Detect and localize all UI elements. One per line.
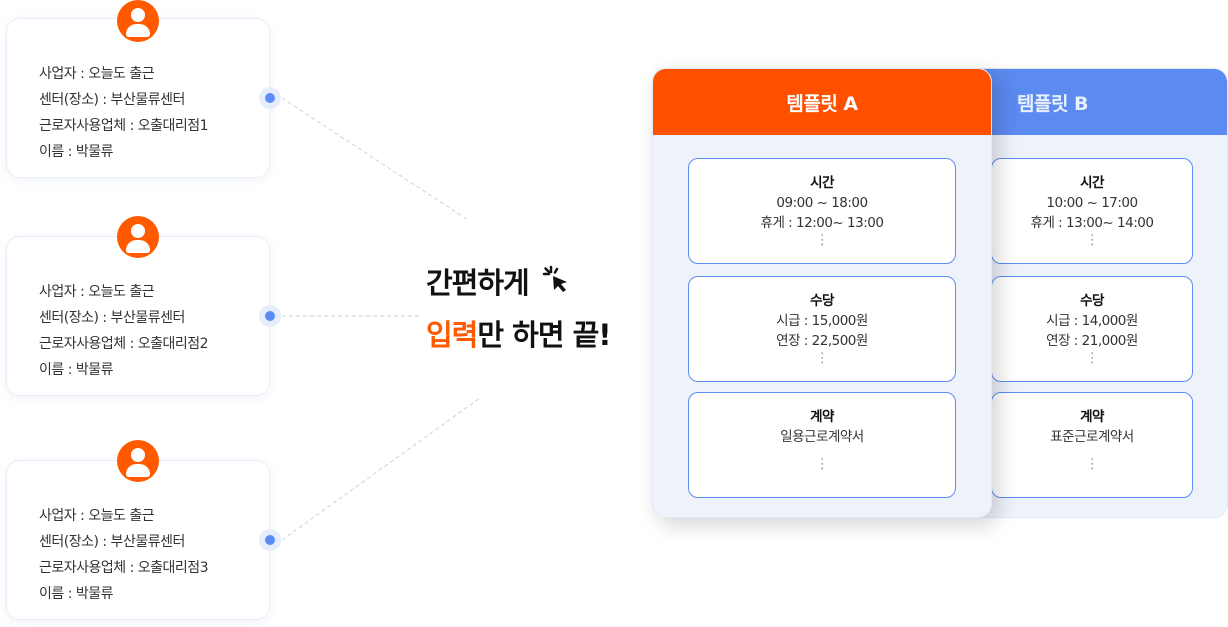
connector-dot-2 bbox=[259, 305, 281, 327]
worker-center: 센터(장소) : 부산물류센터 bbox=[39, 310, 185, 326]
template-a-card: 템플릿 A 시간 09:00 ~ 18:00 휴게 : 12:00~ 13:00… bbox=[652, 68, 992, 518]
template-a-title: 템플릿 A bbox=[653, 69, 991, 135]
template-a-pay-box: 수당 시급 : 15,000원 연장 : 22,500원 ⋮ bbox=[688, 276, 956, 382]
template-b-contract-box: 계약 표준근로계약서 ⋮ bbox=[991, 392, 1193, 498]
worker-business: 사업자 : 오늘도 출근 bbox=[39, 508, 155, 524]
worker-company: 근로자사용업체 : 오출대리점1 bbox=[39, 118, 209, 134]
more-icon: ⋮ bbox=[815, 456, 830, 472]
worker-business: 사업자 : 오늘도 출근 bbox=[39, 66, 155, 82]
template-a-contract-box: 계약 일용근로계약서 ⋮ bbox=[688, 392, 956, 498]
worker-center: 센터(장소) : 부산물류센터 bbox=[39, 534, 185, 550]
more-icon: ⋮ bbox=[815, 232, 830, 248]
more-icon: ⋮ bbox=[1085, 456, 1100, 472]
worker-name: 이름 : 박물류 bbox=[39, 144, 114, 160]
user-avatar-icon bbox=[117, 216, 159, 258]
headline: 간편하게 입력만 하면 끝! bbox=[426, 258, 612, 360]
more-icon: ⋮ bbox=[1085, 350, 1100, 366]
headline-line-2: 입력만 하면 끝! bbox=[426, 318, 612, 352]
template-a-time-box: 시간 09:00 ~ 18:00 휴게 : 12:00~ 13:00 ⋮ bbox=[688, 158, 956, 264]
template-b-pay-box: 수당 시급 : 14,000원 연장 : 21,000원 ⋮ bbox=[991, 276, 1193, 382]
worker-card-3: 사업자 : 오늘도 출근 센터(장소) : 부산물류센터 근로자사용업체 : 오… bbox=[6, 460, 270, 620]
worker-business: 사업자 : 오늘도 출근 bbox=[39, 284, 155, 300]
worker-card-1: 사업자 : 오늘도 출근 센터(장소) : 부산물류센터 근로자사용업체 : 오… bbox=[6, 18, 270, 178]
headline-line-1: 간편하게 bbox=[426, 258, 611, 310]
more-icon: ⋮ bbox=[815, 350, 830, 366]
worker-company: 근로자사용업체 : 오출대리점3 bbox=[39, 560, 209, 576]
more-icon: ⋮ bbox=[1085, 232, 1100, 248]
template-b-time-box: 시간 10:00 ~ 17:00 휴게 : 13:00~ 14:00 ⋮ bbox=[991, 158, 1193, 264]
worker-card-2: 사업자 : 오늘도 출근 센터(장소) : 부산물류센터 근로자사용업체 : 오… bbox=[6, 236, 270, 396]
connector-dot-3 bbox=[259, 529, 281, 551]
click-cursor-icon bbox=[542, 260, 572, 310]
user-avatar-icon bbox=[117, 0, 159, 42]
connector-dot-1 bbox=[259, 87, 281, 109]
worker-name: 이름 : 박물류 bbox=[39, 362, 114, 378]
worker-name: 이름 : 박물류 bbox=[39, 586, 114, 602]
user-avatar-icon bbox=[117, 440, 159, 482]
worker-center: 센터(장소) : 부산물류센터 bbox=[39, 92, 185, 108]
worker-company: 근로자사용업체 : 오출대리점2 bbox=[39, 336, 209, 352]
